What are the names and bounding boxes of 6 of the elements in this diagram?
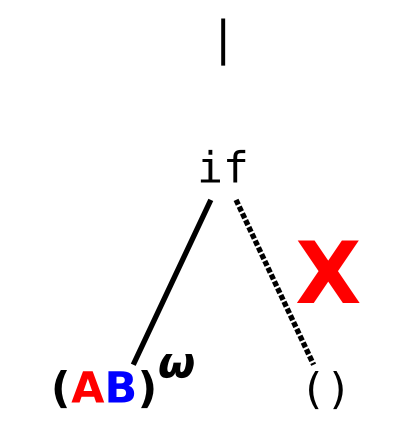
node-text: if	[197, 144, 249, 194]
connector	[234, 198, 316, 366]
connector	[130, 198, 214, 366]
node-text: ()	[300, 364, 352, 415]
label: |	[208, 11, 238, 66]
edge-label: X	[295, 224, 362, 324]
